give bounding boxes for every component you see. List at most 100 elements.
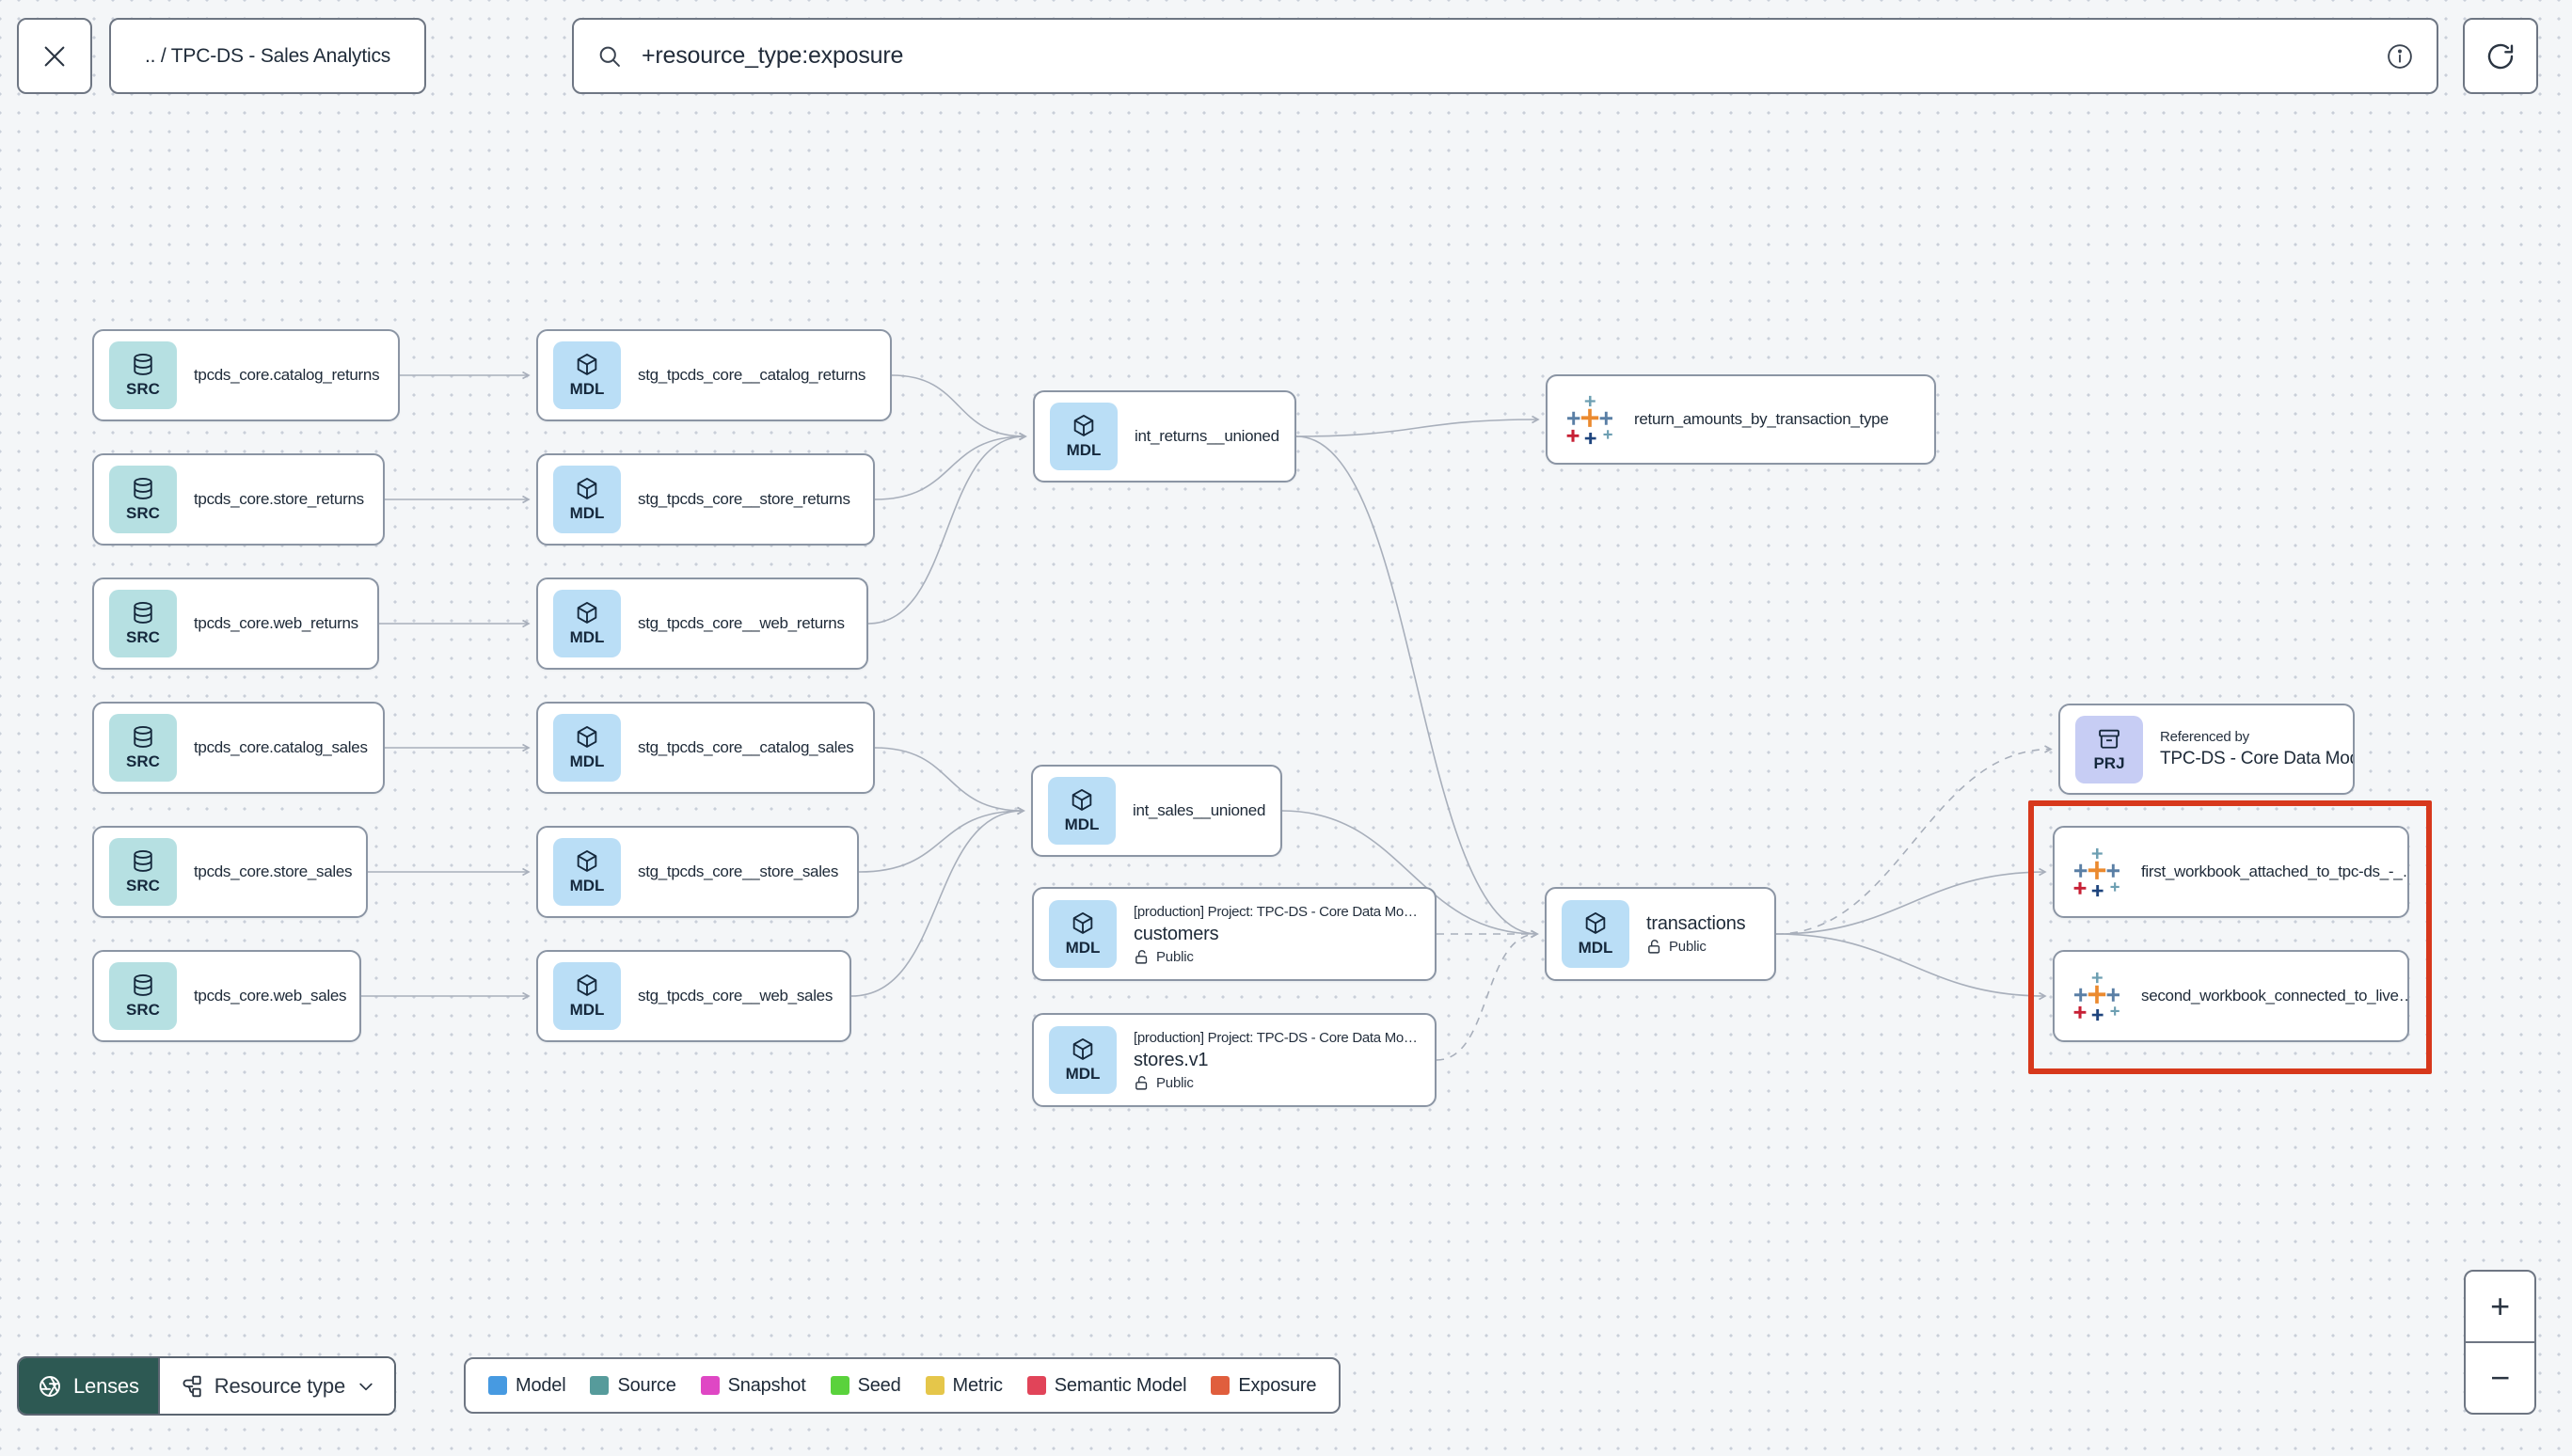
legend-label: Source (617, 1374, 676, 1396)
badge-label: SRC (126, 380, 160, 398)
resource-badge: SRC (109, 590, 177, 657)
legend-label: Semantic Model (1054, 1374, 1187, 1396)
legend-color-chip (700, 1376, 720, 1395)
badge-label: SRC (126, 752, 160, 770)
node-label: TPC-DS - Core Data Models (2160, 749, 2353, 768)
resource-badge: MDL (553, 838, 621, 906)
resource-badge: SRC (109, 838, 177, 906)
node-label: stg_tpcds_core__web_returns (638, 614, 845, 632)
search-input[interactable]: +resource_type:exposure (642, 42, 904, 69)
close-button[interactable] (17, 18, 92, 94)
node-stg-catalog-sales[interactable]: MDL stg_tpcds_core__catalog_sales (536, 702, 875, 794)
database-icon (130, 600, 156, 626)
legend-color-chip (1211, 1376, 1230, 1395)
refresh-button[interactable] (2463, 18, 2538, 94)
node-access: Public (1646, 939, 1745, 955)
search-bar[interactable]: +resource_type:exposure (572, 18, 2438, 94)
model-cube-icon (574, 476, 600, 502)
resource-type-dropdown[interactable]: Resource type (157, 1358, 395, 1414)
model-cube-icon (574, 724, 600, 751)
edge-int-returns-unioned-to-return-amounts-by-transaction-type (1295, 415, 1540, 437)
model-cube-icon (574, 973, 600, 999)
badge-label: SRC (126, 628, 160, 646)
zoom-out-button[interactable]: − (2490, 1358, 2510, 1397)
model-cube-icon (574, 848, 600, 875)
badge-label: MDL (1064, 815, 1100, 833)
resource-badge: MDL (553, 590, 621, 657)
node-label: second_workbook_connected_to_live… (2141, 987, 2409, 1005)
legend-item-seed: Seed (830, 1374, 901, 1397)
badge-label: MDL (569, 877, 605, 894)
badge-label: MDL (569, 628, 605, 646)
model-cube-icon (1070, 910, 1096, 937)
resource-badge: MDL (1049, 1026, 1117, 1094)
badge-label: MDL (1578, 939, 1613, 957)
node-src-catalog-returns[interactable]: SRC tpcds_core.catalog_returns (92, 329, 400, 421)
legend-color-chip (925, 1376, 945, 1395)
tableau-icon (1563, 392, 1617, 447)
model-cube-icon (1069, 787, 1095, 814)
badge-label: MDL (569, 752, 605, 770)
zoom-controls: + − (2464, 1270, 2536, 1415)
node-label: tpcds_core.catalog_returns (194, 366, 380, 384)
resource-badge: MDL (1049, 900, 1117, 968)
resource-badge: PRJ (2075, 715, 2143, 783)
edge-stg-web-returns-to-int-returns-unioned (867, 432, 1027, 625)
node-label: stores.v1 (1134, 1049, 1209, 1070)
lock-open-icon (1134, 949, 1150, 965)
node-project-context: [production] Project: TPC-DS - Core Data… (1134, 903, 1418, 920)
node-stg-web-returns[interactable]: MDL stg_tpcds_core__web_returns (536, 578, 868, 670)
node-label: stg_tpcds_core__store_sales (638, 863, 839, 880)
legend-item-snapshot: Snapshot (700, 1375, 806, 1397)
node-label: stg_tpcds_core__catalog_returns (638, 366, 866, 384)
close-icon (41, 43, 68, 70)
node-stg-catalog-returns[interactable]: MDL stg_tpcds_core__catalog_returns (536, 329, 892, 421)
resource-badge: MDL (1048, 777, 1116, 845)
lenses-button[interactable]: Lenses (19, 1358, 158, 1414)
resource-badge: MDL (553, 962, 621, 1030)
zoom-in-button[interactable]: + (2466, 1272, 2534, 1343)
edge-transactions-to-first-workbook (1775, 867, 2047, 935)
database-icon (130, 848, 156, 875)
tableau-icon (2070, 845, 2124, 899)
edge-transactions-to-referenced-by-project (1775, 745, 2053, 935)
node-stores-v1[interactable]: MDL[production] Project: TPC-DS - Core D… (1032, 1013, 1437, 1107)
edge-int-sales-unioned-to-transactions (1281, 810, 1539, 939)
selection-highlight-box (2028, 800, 2432, 1074)
database-icon (130, 476, 156, 502)
info-icon[interactable] (2386, 42, 2414, 71)
legend-label: Model (516, 1374, 566, 1396)
node-label: return_amounts_by_transaction_type (1634, 410, 1889, 428)
node-customers[interactable]: MDL [production] Project: TPC-DS - Core D… (1032, 887, 1437, 981)
node-label: first_workbook_attached_to_tpc-ds_-_… (2141, 863, 2409, 880)
node-second-workbook[interactable]: second_workbook_connected_to_live… (2053, 950, 2409, 1042)
chevron-down-icon (357, 1377, 375, 1396)
model-cube-icon (1071, 413, 1097, 439)
edge-stg-store-returns-to-int-returns-unioned (874, 432, 1027, 500)
badge-label: MDL (569, 504, 605, 522)
legend-color-chip (1026, 1376, 1046, 1395)
node-label: stg_tpcds_core__catalog_sales (638, 738, 854, 756)
node-stg-store-sales[interactable]: MDL stg_tpcds_core__store_sales (536, 826, 859, 918)
node-return-amounts-by-transaction-type[interactable]: return_amounts_by_transaction_type (1546, 374, 1936, 465)
node-first-workbook[interactable]: first_workbook_attached_to_tpc-ds_-_… (2053, 826, 2409, 918)
resource-badge: MDL (553, 341, 621, 409)
legend-label: Seed (857, 1374, 901, 1396)
badge-label: SRC (126, 504, 160, 522)
breadcrumb[interactable]: .. / TPC-DS - Sales Analytics (109, 18, 427, 94)
edge-stg-catalog-sales-to-int-sales-unioned (874, 747, 1025, 815)
resource-badge: MDL (1562, 900, 1629, 968)
resource-badge: MDL (553, 466, 621, 533)
